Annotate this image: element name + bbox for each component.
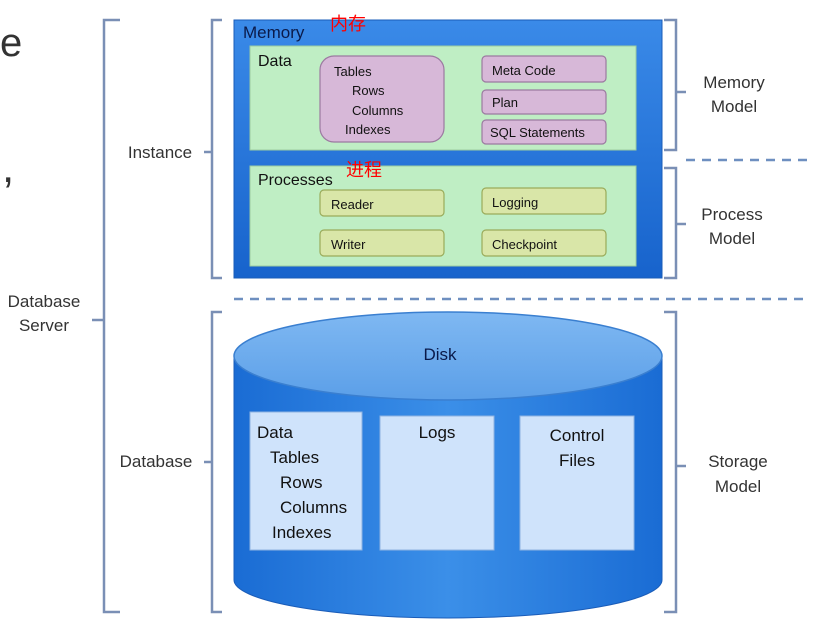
process-model-line1: Process (701, 205, 762, 224)
process-model-line2: Model (709, 229, 755, 248)
disk-control-files-panel (519, 415, 635, 551)
memory-data-item-columns: Columns (352, 103, 404, 118)
memory-annotation: 内存 (330, 14, 366, 34)
data-panel-label: Data (258, 53, 292, 70)
text-fragment-top: e (0, 21, 22, 65)
checkpoint-box (481, 229, 607, 257)
sql-statements-box (481, 119, 607, 145)
disk-data-panel (249, 411, 363, 551)
meta-code-box (481, 55, 607, 83)
meta-code-label: Meta Code (492, 63, 556, 78)
memory-data-item-tables: Tables (334, 64, 372, 79)
disk-data-columns: Columns (280, 498, 347, 517)
writer-box (319, 229, 445, 257)
memory-model-line2: Model (711, 97, 757, 116)
logging-label: Logging (492, 195, 538, 210)
disk-title: Disk (423, 345, 457, 364)
memory-model-bracket (664, 18, 686, 152)
memory-data-item-indexes: Indexes (345, 122, 391, 137)
memory-title: Memory (243, 23, 305, 42)
disk-data-label: Data (257, 423, 293, 442)
reader-box (319, 189, 445, 217)
reader-label: Reader (331, 197, 374, 212)
memory-model-line1: Memory (703, 73, 765, 92)
disk-cylinder-top (233, 311, 663, 401)
sql-statements-label: SQL Statements (490, 125, 585, 140)
checkpoint-label: Checkpoint (492, 237, 557, 252)
disk-logs-label: Logs (419, 423, 456, 442)
plan-label: Plan (492, 95, 518, 110)
storage-model-bracket (664, 310, 686, 614)
logging-box (481, 187, 607, 215)
processes-title: Processes (258, 172, 333, 189)
disk-data-rows: Rows (280, 473, 323, 492)
disk-data-indexes: Indexes (272, 523, 332, 542)
storage-model-line1: Storage (708, 452, 768, 471)
server-label-line1: Database (8, 292, 81, 311)
instance-label: Instance (128, 143, 192, 162)
text-fragment-mid: , (2, 143, 14, 192)
processes-annotation: 进程 (346, 160, 382, 180)
plan-box (481, 89, 607, 115)
disk-control-label-line1: Control (550, 426, 605, 445)
process-model-bracket (664, 166, 686, 280)
server-label-line2: Server (19, 316, 69, 335)
disk-logs-panel (379, 415, 495, 551)
storage-model-line2: Model (715, 477, 761, 496)
instance-bracket (204, 18, 222, 280)
disk-control-label-line2: Files (559, 451, 595, 470)
server-bracket (92, 18, 120, 614)
disk-data-tables: Tables (270, 448, 319, 467)
memory-data-items-box (319, 55, 445, 143)
memory-data-item-rows: Rows (352, 83, 385, 98)
writer-label: Writer (331, 237, 366, 252)
database-bracket (204, 310, 222, 614)
database-label: Database (120, 452, 193, 471)
